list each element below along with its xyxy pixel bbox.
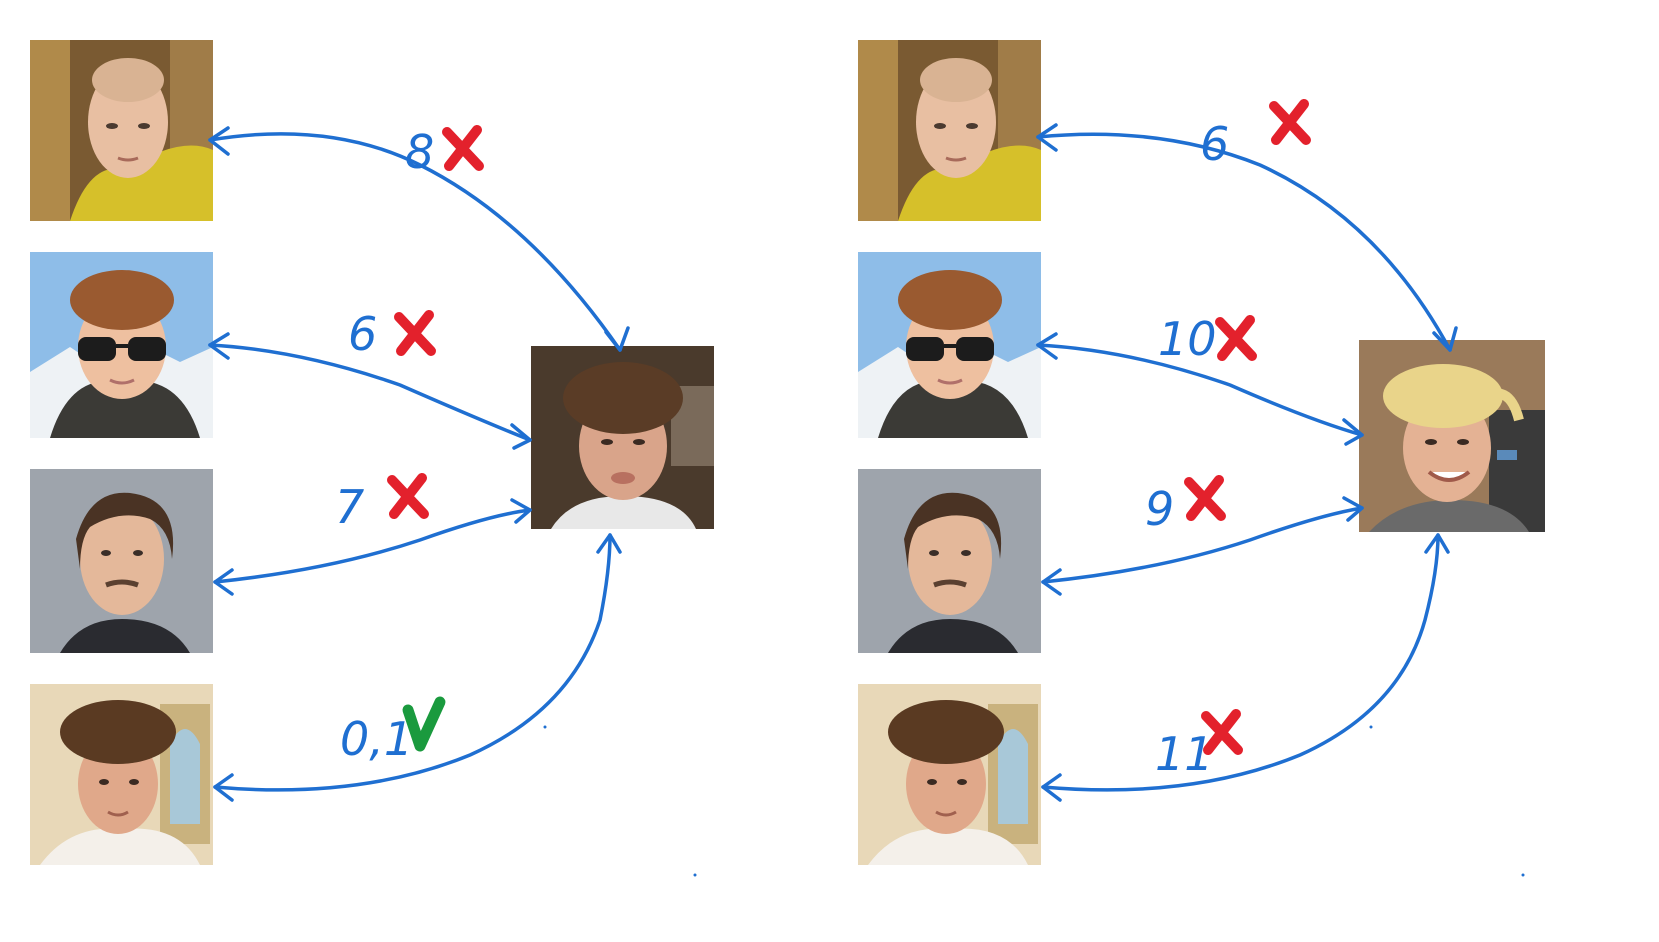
double-arrow-1-4 xyxy=(213,533,612,792)
double-arrow-2-3 xyxy=(1041,506,1364,584)
cross-icon xyxy=(394,310,436,356)
arrowhead-query-side xyxy=(510,498,532,524)
face-shaved-head-photo xyxy=(30,40,213,221)
cross-icon xyxy=(387,473,429,519)
face-mustache-photo xyxy=(858,469,1041,653)
double-arrow-2-2 xyxy=(1036,343,1364,437)
double-arrow-1-3 xyxy=(213,508,532,584)
stray-dot xyxy=(693,873,697,877)
arrowhead-query-side xyxy=(510,423,532,450)
stray-dot xyxy=(543,725,547,729)
left-gallery-face-1 xyxy=(30,40,213,221)
arrowhead-gallery-side xyxy=(1041,568,1062,596)
check-icon xyxy=(402,696,446,752)
label-layer: 8 6 7 0,1 6 10 9 11 xyxy=(335,117,1229,781)
arrowhead-gallery-side xyxy=(1041,773,1062,802)
stray-dot xyxy=(1521,873,1525,877)
double-arrow-1-2 xyxy=(208,343,532,442)
cross-icon xyxy=(1269,99,1311,145)
distance-label: 6 xyxy=(348,307,377,361)
face-curly-church-photo xyxy=(858,684,1041,865)
double-arrow-2-4 xyxy=(1041,533,1440,792)
cross-icon xyxy=(1201,709,1243,755)
left-query-face xyxy=(531,346,714,529)
left-gallery-face-4 xyxy=(30,684,213,865)
query-face-brown-curly-photo xyxy=(531,346,714,529)
arrowhead-gallery-side xyxy=(213,773,234,802)
right-gallery-face-3 xyxy=(858,469,1041,653)
distance-label: 6 xyxy=(1200,117,1229,171)
arrowhead-query-side xyxy=(596,533,622,554)
double-arrow-1-1 xyxy=(208,132,622,352)
face-mustache-photo xyxy=(30,469,213,653)
stray-dot xyxy=(1369,725,1373,729)
right-gallery-face-4 xyxy=(858,684,1041,865)
face-sunglasses-photo xyxy=(30,252,213,438)
distance-label: 9 xyxy=(1145,482,1174,536)
distance-label: 7 xyxy=(335,480,364,534)
face-shaved-head-photo xyxy=(858,40,1041,221)
arrowhead-query-side xyxy=(1424,533,1450,554)
distance-label: 11 xyxy=(1155,727,1214,781)
face-curly-church-photo xyxy=(30,684,213,865)
arrowhead-gallery-side xyxy=(213,568,234,596)
right-gallery-face-2 xyxy=(858,252,1041,438)
right-query-face xyxy=(1359,340,1545,532)
distance-label: 10 xyxy=(1158,312,1217,366)
distance-label: 0,1 xyxy=(340,712,413,766)
mark-layer xyxy=(387,99,1311,755)
left-gallery-face-2 xyxy=(30,252,213,438)
face-sunglasses-photo xyxy=(858,252,1041,438)
left-gallery-face-3 xyxy=(30,469,213,653)
distance-label: 8 xyxy=(405,125,434,179)
arrow-layer xyxy=(208,123,1458,802)
query-face-blond-smiling-photo xyxy=(1359,340,1545,532)
cross-icon xyxy=(1184,475,1226,521)
double-arrow-2-1 xyxy=(1036,132,1452,352)
right-gallery-face-1 xyxy=(858,40,1041,221)
cross-icon xyxy=(1215,315,1257,361)
cross-icon xyxy=(442,125,484,171)
